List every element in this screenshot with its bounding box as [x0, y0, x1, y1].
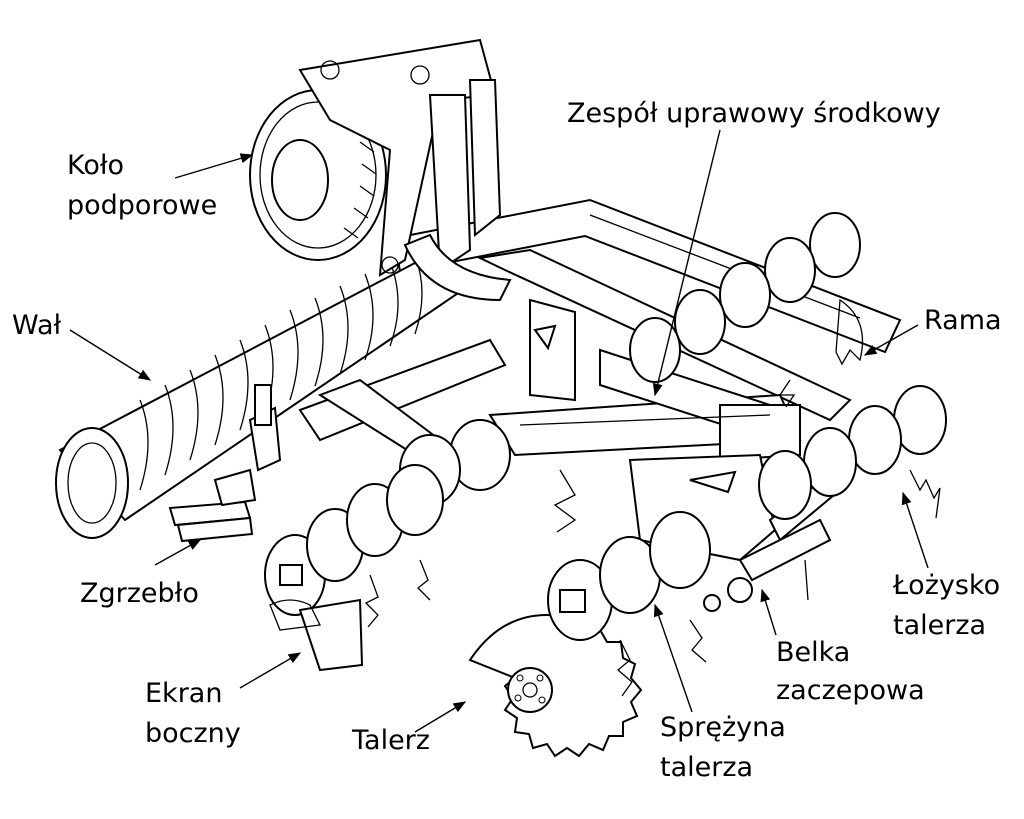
label-support-wheel-line2: podporowe	[67, 190, 218, 221]
arms	[403, 79, 512, 302]
label-disc-bearing-line2: talerza	[893, 610, 987, 641]
back-disc-gang	[629, 212, 864, 408]
label-disc-spring-line2: talerza	[660, 752, 754, 783]
label-disc-spring-line1: Sprężyna	[660, 712, 786, 743]
label-drawbar-line2: zaczepowa	[776, 675, 925, 706]
side-screen	[269, 598, 364, 672]
frame	[298, 198, 902, 562]
label-frame: Rama	[924, 305, 1002, 336]
front-disc-gang	[468, 511, 711, 758]
roller	[55, 253, 472, 539]
label-roller: Wał	[12, 310, 62, 341]
label-disc: Talerz	[352, 725, 430, 756]
label-side-screen-line1: Ekran	[145, 678, 223, 709]
label-drawbar-line1: Belka	[776, 637, 851, 668]
drawbar	[703, 518, 832, 612]
label-support-wheel-line1: Koło	[67, 150, 125, 181]
label-disc-bearing-line1: Łożysko	[893, 570, 1001, 601]
label-central-tillage-unit: Zespół uprawowy środkowy	[567, 98, 941, 129]
leader-lines	[69, 129, 929, 733]
label-scraper: Zgrzebło	[80, 578, 199, 609]
left-disc-gang	[264, 464, 444, 628]
scraper	[168, 468, 257, 543]
label-side-screen-line2: boczny	[145, 718, 241, 749]
